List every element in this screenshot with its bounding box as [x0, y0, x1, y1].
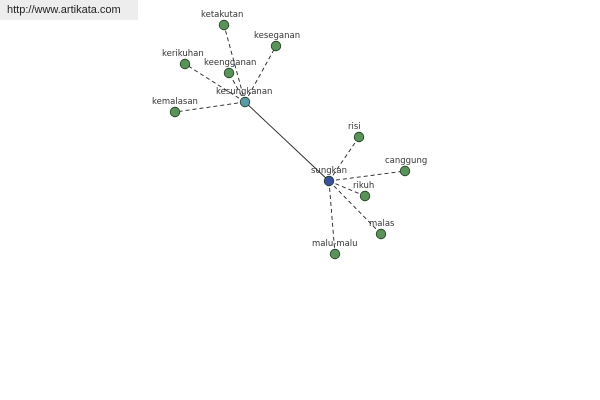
node-marker-kemalasan[interactable]	[169, 106, 181, 118]
node-canggung[interactable]: canggung	[385, 156, 427, 177]
node-label-malas: malas	[369, 219, 395, 229]
edge-kesungkanan-keengganan	[228, 72, 246, 103]
node-label-sungkan: sungkan	[311, 166, 347, 176]
node-marker-ketakutan[interactable]	[218, 19, 230, 31]
node-marker-malas[interactable]	[375, 228, 387, 240]
node-keengganan[interactable]: keengganan	[204, 58, 256, 79]
node-marker-canggung[interactable]	[399, 165, 411, 177]
edge-kesungkanan-kemalasan	[174, 101, 246, 113]
edge-sungkan-malas	[328, 180, 382, 235]
node-label-risi: risi	[348, 122, 361, 132]
edge-sungkan-kesungkanan	[244, 101, 330, 182]
node-label-kerikuhan: kerikuhan	[162, 49, 204, 59]
node-marker-malu-malu[interactable]	[329, 248, 341, 260]
edge-kesungkanan-keseganan	[244, 45, 277, 103]
node-malu-malu[interactable]: malu-malu	[312, 239, 358, 260]
node-label-malu-malu: malu-malu	[312, 239, 358, 249]
node-ketakutan[interactable]: ketakutan	[201, 10, 243, 31]
node-label-canggung: canggung	[385, 156, 427, 166]
node-kemalasan[interactable]: kemalasan	[152, 97, 198, 118]
edge-kesungkanan-kerikuhan	[184, 63, 246, 103]
node-label-keengganan: keengganan	[204, 58, 256, 68]
nodes-layer: sungkan kesungkanan ketakutan keseganan keri…	[152, 10, 427, 260]
node-label-rikuh: rikuh	[353, 181, 374, 191]
node-label-kemalasan: kemalasan	[152, 97, 198, 107]
node-kerikuhan[interactable]: kerikuhan	[162, 49, 204, 70]
node-marker-keseganan[interactable]	[270, 40, 282, 52]
node-malas[interactable]: malas	[369, 219, 395, 240]
node-sungkan[interactable]: sungkan	[311, 166, 347, 187]
node-rikuh[interactable]: rikuh	[353, 181, 374, 202]
edge-sungkan-risi	[328, 136, 360, 182]
node-keseganan[interactable]: keseganan	[254, 31, 300, 52]
edges-layer	[174, 24, 406, 255]
node-marker-risi[interactable]	[353, 131, 365, 143]
node-label-kesungkanan: kesungkanan	[216, 87, 272, 97]
node-kesungkanan[interactable]: kesungkanan	[216, 87, 272, 108]
node-marker-rikuh[interactable]	[359, 190, 371, 202]
edge-sungkan-malu-malu	[328, 180, 336, 255]
edge-kesungkanan-ketakutan	[223, 24, 246, 103]
node-label-ketakutan: ketakutan	[201, 10, 243, 20]
node-marker-keengganan[interactable]	[223, 67, 235, 79]
node-marker-kerikuhan[interactable]	[179, 58, 191, 70]
node-risi[interactable]: risi	[348, 122, 365, 143]
node-label-keseganan: keseganan	[254, 31, 300, 41]
node-marker-kesungkanan[interactable]	[239, 96, 251, 108]
node-marker-sungkan[interactable]	[323, 175, 335, 187]
watermark-url: http://www.artikata.com	[0, 0, 138, 20]
edge-sungkan-canggung	[328, 170, 406, 182]
